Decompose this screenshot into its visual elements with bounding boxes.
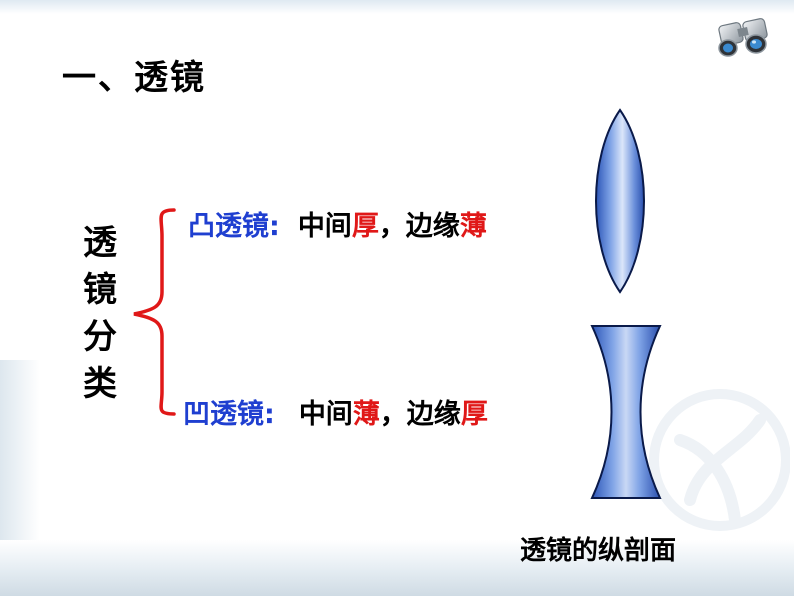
desc-keyword: 厚 (460, 399, 488, 430)
convex-lens-name: 凸透镜: (188, 211, 280, 242)
convex-lens-description: 中间厚，边缘薄 (298, 211, 487, 242)
desc-middle: ，边缘 (378, 211, 460, 242)
bottom-band (0, 540, 794, 596)
classification-char: 镜 (83, 270, 117, 310)
lens-section-caption: 透镜的纵剖面 (520, 536, 677, 566)
concave-lens-name: 凹透镜: (183, 399, 275, 430)
classification-label: 透 镜 分 类 (80, 220, 120, 408)
desc-prefix: 中间 (297, 211, 352, 242)
top-band (0, 0, 794, 14)
desc-prefix: 中间 (298, 399, 353, 430)
desc-middle: ，边缘 (379, 399, 461, 430)
convex-lens-row: 凸透镜: 中间厚，边缘薄 (188, 204, 487, 243)
classification-char: 分 (83, 317, 117, 357)
concave-lens-row: 凹透镜: 中间薄，边缘厚 (183, 392, 488, 431)
watermark-logo (649, 389, 790, 531)
concave-lens-icon (590, 325, 662, 499)
desc-keyword: 厚 (351, 211, 379, 242)
convex-lens-icon (595, 108, 645, 294)
curly-brace (133, 208, 176, 416)
desc-keyword: 薄 (352, 399, 380, 430)
page-title: 一、透镜 (62, 58, 206, 98)
classification-char: 透 (83, 223, 117, 263)
concave-lens-description: 中间薄，边缘厚 (299, 399, 488, 430)
binoculars-icon (718, 18, 768, 57)
desc-keyword: 薄 (459, 211, 487, 242)
classification-char: 类 (83, 364, 117, 404)
